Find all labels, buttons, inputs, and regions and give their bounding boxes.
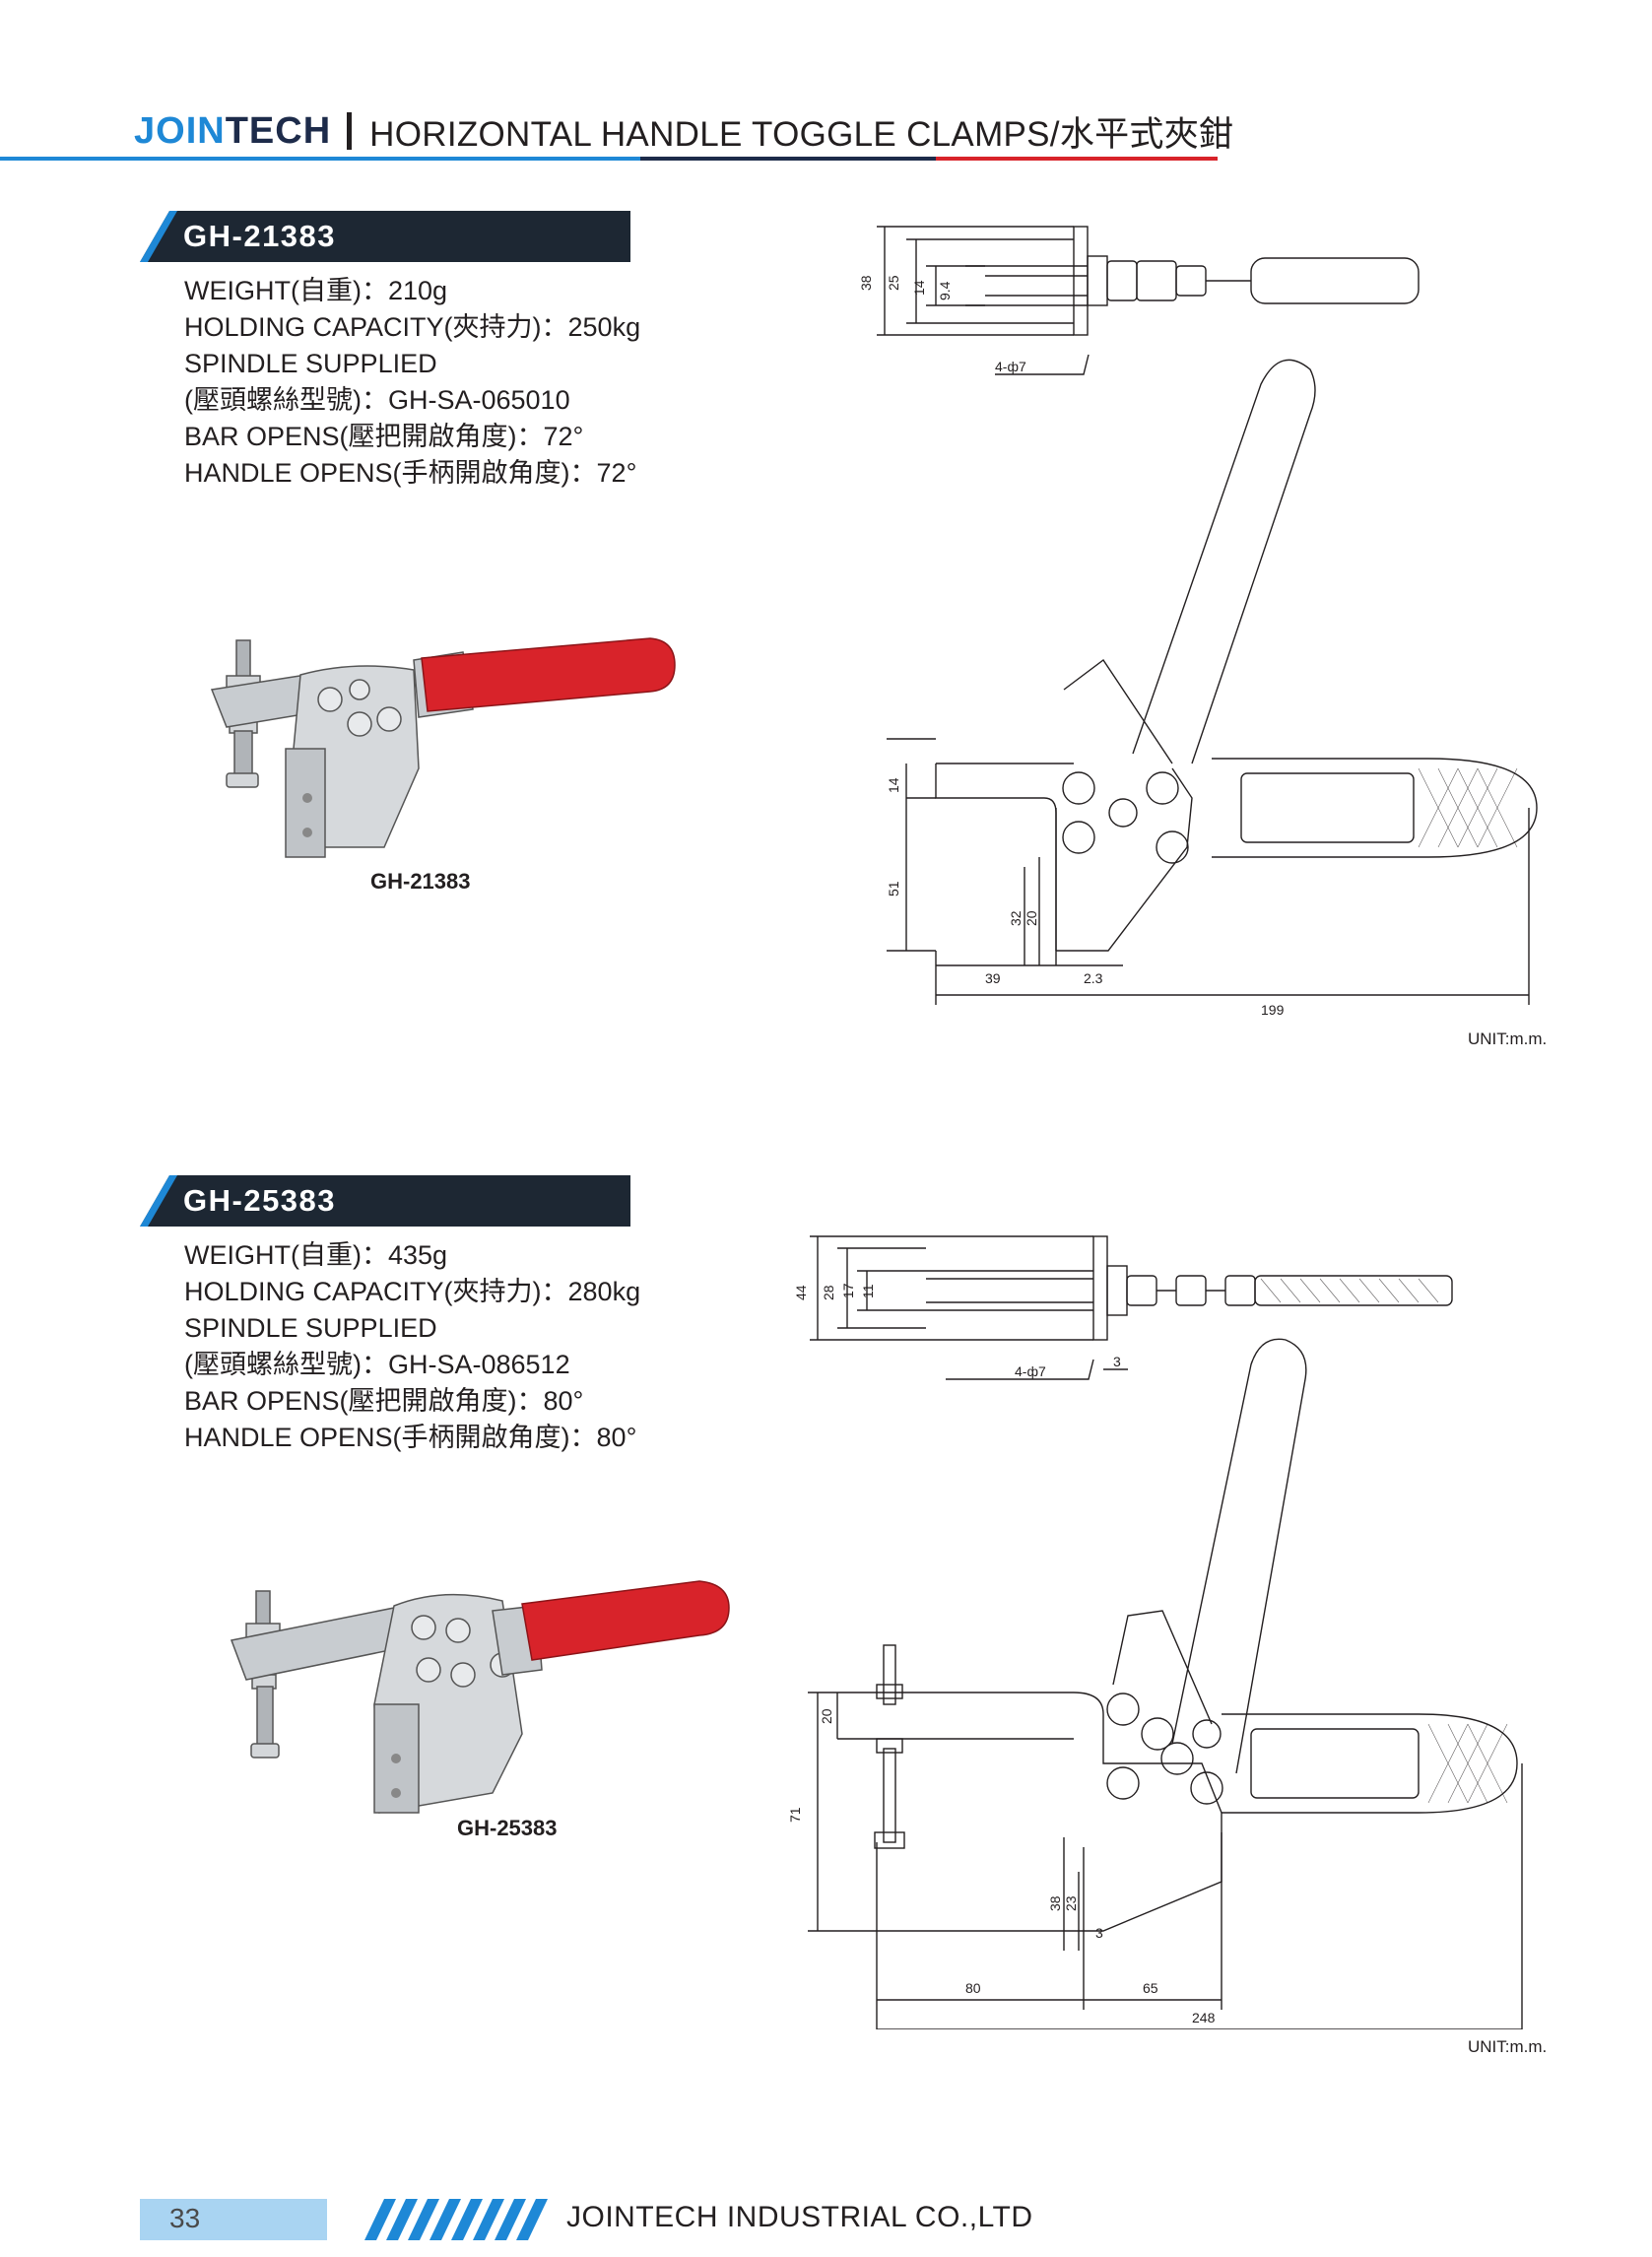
model-banner: GH-21383 bbox=[140, 211, 630, 262]
photo-caption: GH-25383 bbox=[457, 1816, 558, 1840]
dim-label: 248 bbox=[1192, 2010, 1216, 2025]
spec-bar-opens: BAR OPENS(壓把開啟角度)：80° bbox=[184, 1386, 584, 1416]
model-banner: GH-25383 bbox=[140, 1175, 630, 1227]
spec-spindle: SPINDLE SUPPLIED bbox=[184, 1313, 437, 1343]
spec-handle-opens: HANDLE OPENS(手柄開啟角度)：72° bbox=[184, 458, 637, 488]
brand-logo: JOINTECH bbox=[134, 109, 332, 152]
header-rule-blue bbox=[0, 157, 931, 161]
unit-note: UNIT:m.m. bbox=[1468, 2037, 1548, 2056]
spec-handle-opens: HANDLE OPENS(手柄開啟角度)：80° bbox=[184, 1423, 637, 1452]
spec-spindle-model: (壓頭螺絲型號)：GH-SA-086512 bbox=[184, 1350, 570, 1379]
footer-company: JOINTECH INDUSTRIAL CO.,LTD bbox=[566, 2201, 1033, 2233]
dim-label: 32 bbox=[1008, 910, 1024, 926]
dim-label: 4-ф7 bbox=[995, 359, 1026, 374]
spec-list: WEIGHT(自重)：435g HOLDING CAPACITY(夾持力)：28… bbox=[184, 1237, 640, 1456]
technical-drawing: 38 25 14 9.4 4-ф7 14 51 32 20 39 2.3 199 bbox=[858, 226, 1538, 1018]
spec-weight: WEIGHT(自重)：210g bbox=[184, 276, 448, 305]
dim-label: 65 bbox=[1143, 1980, 1158, 1996]
spec-holding-capacity: HOLDING CAPACITY(夾持力)：280kg bbox=[184, 1277, 641, 1306]
dim-label: 14 bbox=[886, 777, 901, 793]
dim-label: 38 bbox=[858, 275, 874, 291]
dim-label: 44 bbox=[793, 1285, 809, 1300]
dim-label: 38 bbox=[1047, 1895, 1063, 1911]
spec-holding-capacity: HOLDING CAPACITY(夾持力)：250kg bbox=[184, 312, 641, 342]
dim-label: 28 bbox=[821, 1285, 836, 1300]
dim-label: 199 bbox=[1261, 1002, 1285, 1018]
technical-drawing: 44 28 17 11 4-ф7 3 20 71 38 23 3 80 65 2… bbox=[788, 1235, 1523, 2029]
dim-label: 71 bbox=[788, 1807, 803, 1823]
dim-label: 3 bbox=[1095, 1925, 1103, 1941]
page-title: HORIZONTAL HANDLE TOGGLE CLAMPS/水平式夾鉗 bbox=[369, 114, 1234, 154]
header-divider bbox=[347, 112, 353, 150]
dim-label: 2.3 bbox=[1084, 970, 1103, 986]
dim-label: 11 bbox=[860, 1284, 876, 1298]
spec-list: WEIGHT(自重)：210g HOLDING CAPACITY(夾持力)：25… bbox=[184, 273, 640, 492]
spec-spindle: SPINDLE SUPPLIED bbox=[184, 349, 437, 378]
dim-label: 17 bbox=[840, 1283, 856, 1298]
dim-label: 20 bbox=[1024, 910, 1039, 926]
page-number-box bbox=[140, 2199, 327, 2240]
dim-label: 9.4 bbox=[937, 281, 953, 300]
dim-label: 4-ф7 bbox=[1015, 1363, 1046, 1379]
dim-label: 51 bbox=[886, 881, 901, 896]
model-title: GH-21383 bbox=[183, 219, 337, 253]
dim-label: 3 bbox=[1113, 1354, 1121, 1369]
dim-label: 80 bbox=[965, 1980, 981, 1996]
header-rule-navy bbox=[640, 157, 936, 161]
spec-bar-opens: BAR OPENS(壓把開啟角度)：72° bbox=[184, 422, 584, 451]
dim-label: 25 bbox=[886, 275, 901, 291]
unit-note: UNIT:m.m. bbox=[1468, 1029, 1548, 1048]
dim-label: 14 bbox=[911, 280, 927, 296]
dim-label: 23 bbox=[1063, 1895, 1079, 1911]
page-header: JOINTECH HORIZONTAL HANDLE TOGGLE CLAMPS… bbox=[134, 106, 1233, 156]
footer-stripes bbox=[364, 2199, 548, 2240]
product-photo bbox=[210, 637, 676, 858]
page-number: 33 bbox=[169, 2203, 201, 2233]
dim-label: 20 bbox=[819, 1708, 834, 1724]
photo-caption: GH-21383 bbox=[370, 869, 471, 894]
model-title: GH-25383 bbox=[183, 1183, 337, 1218]
spec-weight: WEIGHT(自重)：435g bbox=[184, 1240, 448, 1270]
product-photo bbox=[230, 1580, 730, 1814]
dim-label: 39 bbox=[985, 970, 1001, 986]
spec-spindle-model: (壓頭螺絲型號)：GH-SA-065010 bbox=[184, 385, 570, 415]
header-rule-red bbox=[936, 157, 1218, 161]
